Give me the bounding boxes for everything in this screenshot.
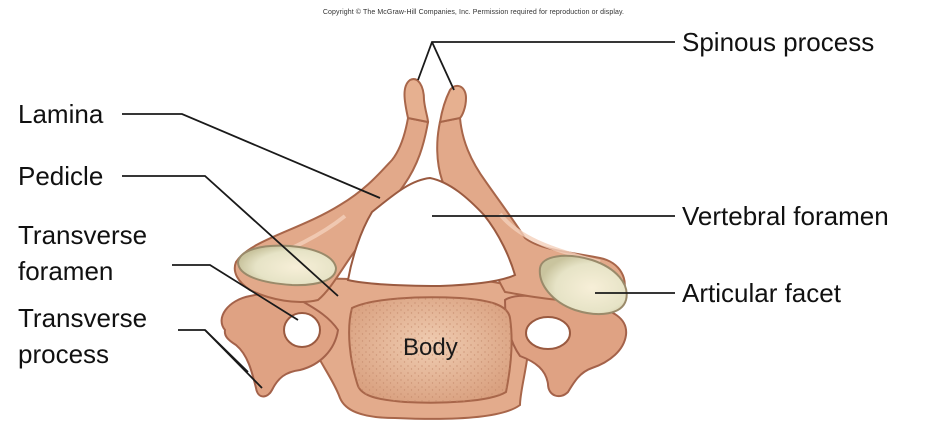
label-transverse-process-line1: Transverse <box>18 303 147 333</box>
label-transverse-foramen-line2: foramen <box>18 256 113 286</box>
label-pedicle: Pedicle <box>18 161 103 191</box>
spinous-process-leader <box>418 42 675 80</box>
label-lamina: Lamina <box>18 99 103 129</box>
label-vertebral-foramen: Vertebral foramen <box>682 201 889 231</box>
lamina-leader <box>122 114 380 198</box>
label-body: Body <box>403 334 458 362</box>
label-transverse-foramen-line1: Transverse <box>18 220 147 250</box>
label-articular-facet: Articular facet <box>682 278 841 308</box>
spinous-process-leader-2 <box>432 42 454 90</box>
label-spinous-process: Spinous process <box>682 27 874 57</box>
label-transverse-process-line2: process <box>18 339 109 369</box>
